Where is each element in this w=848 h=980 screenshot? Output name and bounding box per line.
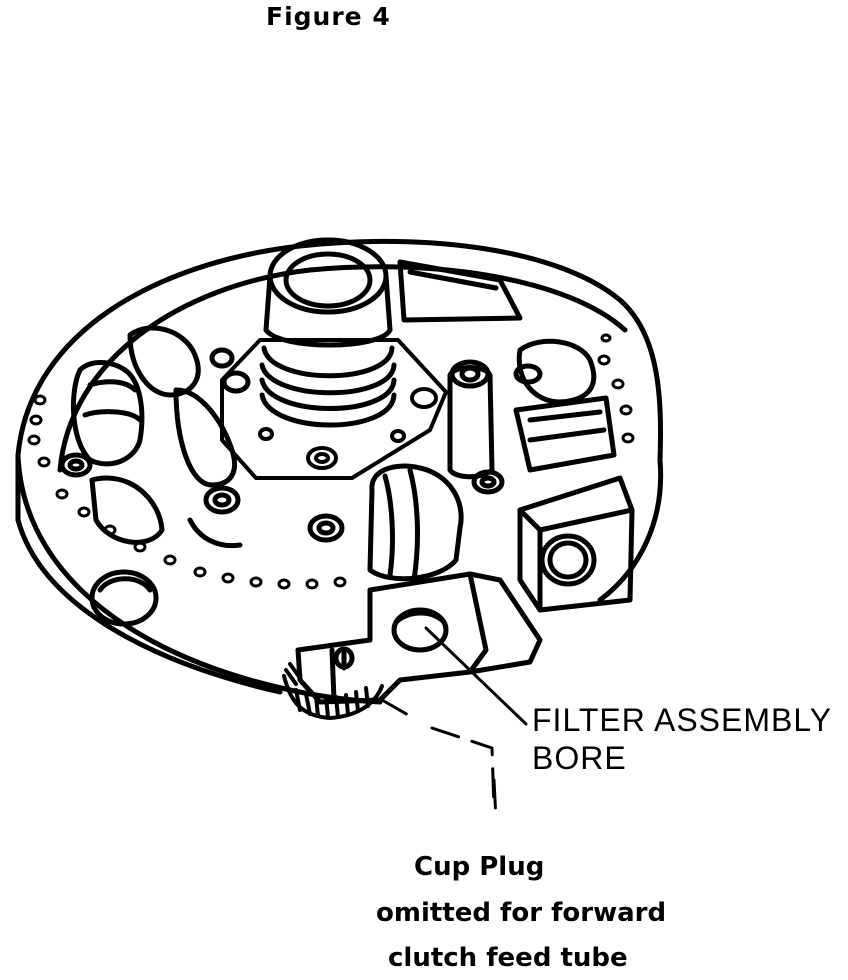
left-valves [59,325,345,549]
filter-bore-lug [295,571,543,705]
cup-plug-leader [380,698,498,822]
filter-boss [517,475,635,613]
lower-cylinder [367,463,505,583]
side-port [89,569,159,627]
leader-lines [380,626,528,822]
filter-assembly-bore-label-line1: FILTER ASSEMBLY [532,702,833,738]
cup-plug-note-line2: omitted for forward [376,898,667,928]
figure-title: Figure 4 [266,2,391,31]
cup-plug-note-line3: clutch feed tube [388,943,628,973]
central-hub [259,237,397,428]
housing-rim [15,238,664,705]
flange-holes [27,333,635,590]
cup-plug-note-line1: Cup Plug [414,852,545,882]
filter-bore-leader [424,626,528,726]
cup-plug [282,662,384,720]
filter-assembly-bore-label-line2: BORE [532,740,627,776]
right-valves [397,259,617,480]
